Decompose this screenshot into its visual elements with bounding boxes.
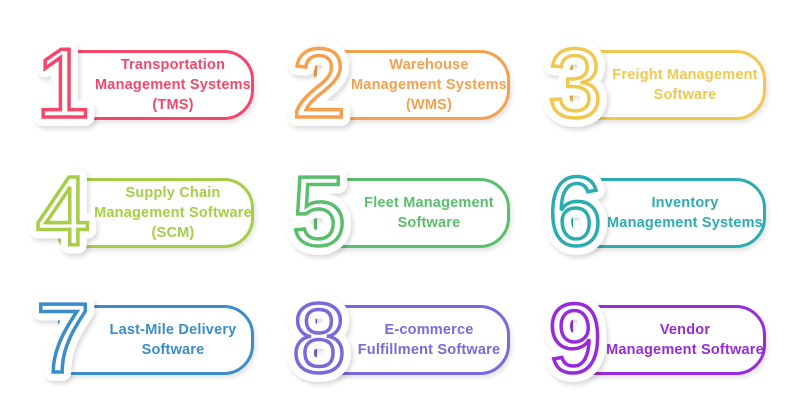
svg-text:2: 2 bbox=[292, 28, 347, 138]
item-outline bbox=[570, 178, 766, 248]
item-8-ecommerce-fulfillment: 8 8 E-commerce Fulfillment Software bbox=[283, 274, 554, 403]
item-label: Freight Management Software bbox=[612, 67, 758, 103]
item-outline bbox=[570, 50, 766, 120]
item-label: Fleet Management Software bbox=[364, 195, 494, 231]
item-label: E-commerce Fulfillment Software bbox=[357, 322, 501, 358]
item-number: 1 1 bbox=[27, 19, 100, 147]
svg-text:8: 8 bbox=[292, 283, 347, 393]
svg-text:9: 9 bbox=[548, 283, 603, 393]
svg-text:9: 9 bbox=[548, 283, 603, 393]
item-1-transportation-management: 1 1 Transportation Management Systems (T… bbox=[27, 19, 298, 148]
svg-text:3: 3 bbox=[548, 28, 603, 138]
item-number: 9 9 bbox=[539, 274, 612, 402]
item-number: 8 8 bbox=[283, 274, 356, 402]
item-label: Supply Chain Management Software (SCM) bbox=[94, 185, 252, 241]
svg-text:6: 6 bbox=[548, 156, 603, 266]
item-label: Transportation Management Systems (TMS) bbox=[95, 57, 251, 113]
item-outline bbox=[58, 305, 254, 375]
svg-text:8: 8 bbox=[292, 283, 347, 393]
svg-text:2: 2 bbox=[292, 28, 347, 138]
svg-text:5: 5 bbox=[292, 156, 347, 266]
item-number: 4 4 bbox=[27, 147, 100, 275]
svg-text:5: 5 bbox=[292, 156, 347, 266]
item-outline bbox=[314, 305, 510, 375]
svg-text:6: 6 bbox=[548, 156, 603, 266]
item-outline bbox=[314, 178, 510, 248]
svg-text:7: 7 bbox=[36, 283, 91, 393]
item-3-freight-management: 3 3 Freight Management Software bbox=[539, 19, 804, 148]
item-label: Vendor Management Software bbox=[606, 322, 764, 358]
item-6-inventory-management: 6 6 Inventory Management Systems bbox=[539, 147, 804, 276]
svg-text:4: 4 bbox=[36, 156, 91, 266]
item-2-warehouse-management: 2 2 Warehouse Management Systems (WMS) bbox=[283, 19, 554, 148]
item-number: 3 3 bbox=[539, 19, 612, 147]
item-outline bbox=[58, 50, 254, 120]
svg-text:4: 4 bbox=[36, 156, 91, 266]
item-label: Last-Mile Delivery Software bbox=[109, 322, 237, 358]
item-number: 5 5 bbox=[283, 147, 356, 275]
svg-text:3: 3 bbox=[548, 28, 603, 138]
svg-text:7: 7 bbox=[36, 283, 91, 393]
item-label: Warehouse Management Systems (WMS) bbox=[351, 57, 507, 113]
svg-text:1: 1 bbox=[36, 28, 91, 138]
item-number: 2 2 bbox=[283, 19, 356, 147]
item-5-fleet-management: 5 5 Fleet Management Software bbox=[283, 147, 554, 276]
svg-text:1: 1 bbox=[36, 28, 91, 138]
item-outline bbox=[314, 50, 510, 120]
item-9-vendor-management: 9 9 Vendor Management Software bbox=[539, 274, 804, 403]
item-number: 7 7 bbox=[27, 274, 100, 402]
item-number: 6 6 bbox=[539, 147, 612, 275]
item-outline bbox=[58, 178, 254, 248]
item-outline bbox=[570, 305, 766, 375]
item-7-last-mile-delivery: 7 7 Last-Mile Delivery Software bbox=[27, 274, 298, 403]
item-4-supply-chain-management: 4 4 Supply Chain Management Software (SC… bbox=[27, 147, 298, 276]
item-label: Inventory Management Systems bbox=[607, 195, 763, 231]
